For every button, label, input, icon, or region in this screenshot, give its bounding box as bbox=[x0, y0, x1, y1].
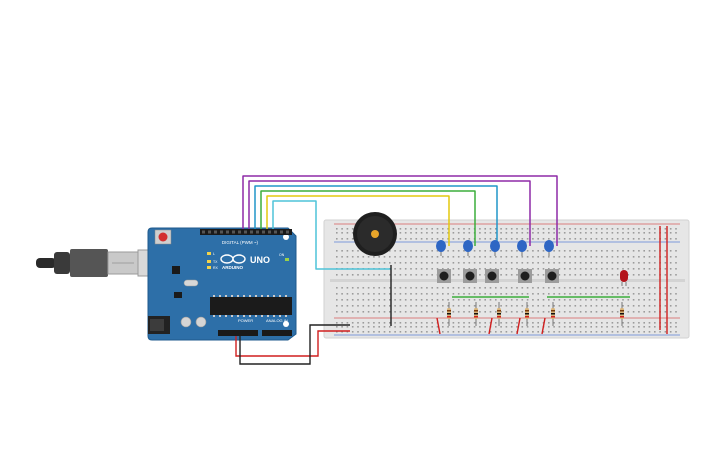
led-rx-label: RX bbox=[213, 266, 219, 270]
resistors bbox=[447, 302, 624, 326]
led-tx-label: TX bbox=[213, 260, 218, 264]
power-header-label: POWER bbox=[238, 318, 253, 323]
capacitors bbox=[436, 240, 554, 256]
power-header bbox=[218, 330, 258, 336]
digital-header-label: DIGITAL (PWM ~) bbox=[222, 240, 259, 245]
arduino-logo-icon bbox=[220, 254, 246, 264]
breadboard-wires bbox=[235, 226, 668, 365]
led-l-label: L bbox=[213, 252, 215, 256]
capacitor[interactable] bbox=[463, 240, 473, 256]
capacitor[interactable] bbox=[517, 240, 527, 256]
wire-black-gnd[interactable] bbox=[239, 324, 350, 365]
wire-purple-outer[interactable] bbox=[242, 175, 558, 246]
signal-wires bbox=[242, 175, 558, 270]
resistor[interactable] bbox=[525, 302, 529, 326]
board-model-label: UNO bbox=[250, 255, 270, 265]
wire-purple-inner[interactable] bbox=[248, 180, 531, 246]
capacitor[interactable] bbox=[490, 240, 500, 256]
resistor[interactable] bbox=[551, 302, 555, 326]
piezo-buzzer[interactable] bbox=[353, 212, 397, 256]
push-button[interactable] bbox=[518, 269, 532, 283]
wire-green[interactable] bbox=[260, 190, 476, 246]
led-on-label: ON bbox=[279, 253, 285, 257]
breadboard-holes bbox=[336, 228, 677, 333]
resistor[interactable] bbox=[474, 302, 478, 326]
buzzer-center bbox=[371, 230, 379, 238]
atmega-chip bbox=[210, 297, 292, 315]
push-buttons bbox=[437, 269, 559, 283]
capacitor[interactable] bbox=[436, 240, 446, 256]
analog-header-label: ANALOG IN bbox=[266, 318, 288, 323]
resistor[interactable] bbox=[497, 302, 501, 326]
resistor[interactable] bbox=[620, 302, 624, 326]
reset-button-cap[interactable] bbox=[158, 232, 168, 242]
arduino-uno-board[interactable]: DIGITAL (PWM ~) L TX RX ON ARDUINO UNO bbox=[147, 227, 297, 341]
red-led[interactable] bbox=[620, 270, 628, 286]
push-button[interactable] bbox=[485, 269, 499, 283]
wire-yellow[interactable] bbox=[266, 195, 450, 246]
breadboard[interactable] bbox=[323, 219, 690, 339]
wire-red-5v[interactable] bbox=[235, 330, 350, 357]
analog-header bbox=[262, 330, 292, 336]
resistor[interactable] bbox=[447, 302, 451, 326]
push-button[interactable] bbox=[545, 269, 559, 283]
wire-blue[interactable] bbox=[254, 185, 498, 246]
capacitor[interactable] bbox=[544, 240, 554, 256]
wire-cyan[interactable] bbox=[272, 200, 391, 270]
push-button[interactable] bbox=[437, 269, 451, 283]
push-button[interactable] bbox=[463, 269, 477, 283]
arduino-brand-label: ARDUINO bbox=[222, 265, 243, 270]
